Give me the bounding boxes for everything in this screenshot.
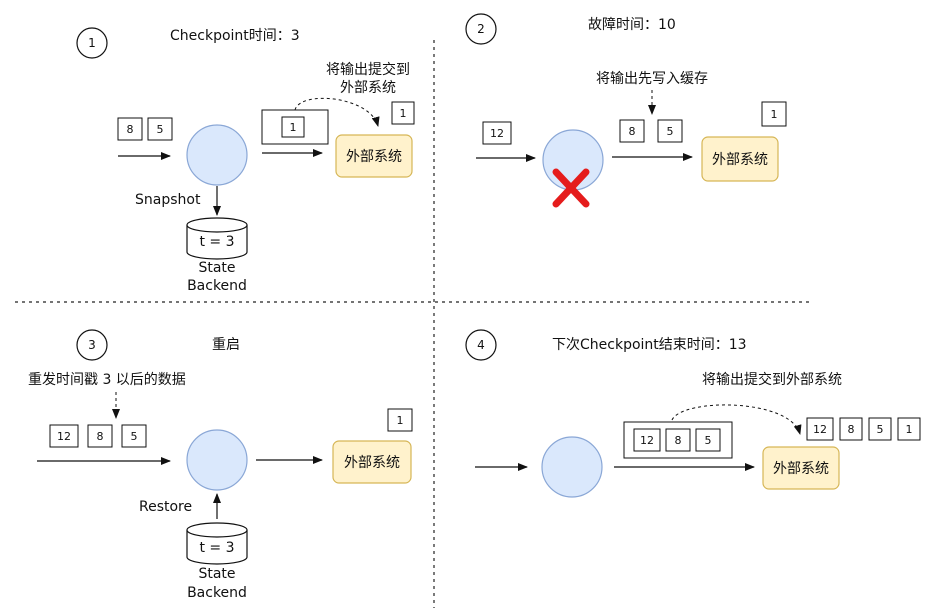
resend-annotation: 重发时间戳 3 以后的数据 bbox=[28, 372, 186, 388]
external-system-label: 外部系统 bbox=[344, 455, 400, 471]
record-value: 5 bbox=[705, 434, 712, 447]
record-value: 5 bbox=[877, 423, 884, 436]
panel-title: Checkpoint时间：3 bbox=[170, 28, 300, 44]
record-value: 12 bbox=[57, 430, 71, 443]
data-record bbox=[121, 424, 147, 448]
record-value: 1 bbox=[397, 414, 404, 427]
external-system-label: 外部系统 bbox=[346, 149, 402, 165]
data-record bbox=[87, 424, 113, 448]
step-number-circle bbox=[76, 329, 108, 361]
step-number: 4 bbox=[477, 338, 485, 352]
committed-record bbox=[839, 417, 863, 441]
external-system-label: 外部系统 bbox=[712, 152, 768, 168]
data-record bbox=[117, 117, 143, 141]
data-record bbox=[633, 428, 661, 452]
operator-node bbox=[186, 429, 248, 491]
external-system bbox=[332, 440, 412, 484]
backend-label: Backend bbox=[187, 585, 247, 601]
snapshot-label: Snapshot bbox=[135, 192, 201, 208]
external-system bbox=[335, 134, 413, 178]
record-value: 12 bbox=[490, 127, 504, 140]
data-record bbox=[49, 424, 79, 448]
committed-record bbox=[806, 417, 834, 441]
operator-node bbox=[186, 124, 248, 186]
record-value: 1 bbox=[906, 423, 913, 436]
external-system bbox=[701, 136, 779, 182]
record-value: 12 bbox=[813, 423, 827, 436]
data-record bbox=[147, 117, 173, 141]
record-value: 8 bbox=[675, 434, 682, 447]
data-record bbox=[482, 121, 512, 145]
state-backend-db: t = 3 bbox=[186, 217, 248, 260]
db-label: t = 3 bbox=[199, 540, 234, 556]
record-value: 12 bbox=[640, 434, 654, 447]
commit-annotation: 将输出提交到外部系统 bbox=[702, 371, 842, 388]
commit-annotation: 外部系统 bbox=[340, 80, 396, 96]
record-value: 5 bbox=[131, 430, 138, 443]
panel-3: 3 重启 重发时间戳 3 以后的数据 12 8 5 Restore t = 3 … bbox=[28, 329, 413, 601]
db-label: t = 3 bbox=[199, 234, 234, 250]
commit-annotation: 将输出提交到 bbox=[326, 61, 410, 78]
panel-2: 2 故障时间：10 12 将输出先写入缓存 8 5 外部系统 1 bbox=[465, 13, 787, 208]
step-number-circle bbox=[76, 27, 108, 59]
external-system bbox=[762, 446, 840, 490]
record-value: 1 bbox=[400, 107, 407, 120]
record-value: 5 bbox=[667, 125, 674, 138]
step-number: 2 bbox=[477, 22, 485, 36]
backend-label: State bbox=[198, 566, 235, 582]
data-record bbox=[695, 428, 721, 452]
data-record bbox=[619, 119, 645, 143]
record-value: 8 bbox=[848, 423, 855, 436]
record-value: 1 bbox=[290, 121, 297, 134]
step-number: 3 bbox=[88, 338, 96, 352]
record-value: 8 bbox=[97, 430, 104, 443]
step-number: 1 bbox=[88, 36, 96, 50]
record-value: 5 bbox=[157, 123, 164, 136]
committed-record bbox=[391, 101, 415, 125]
committed-record bbox=[387, 408, 413, 432]
restore-label: Restore bbox=[139, 499, 192, 515]
record-value: 1 bbox=[771, 108, 778, 121]
data-record bbox=[657, 119, 683, 143]
committed-record bbox=[868, 417, 892, 441]
buffer-annotation: 将输出先写入缓存 bbox=[596, 71, 708, 87]
record-value: 8 bbox=[629, 125, 636, 138]
operator-node bbox=[541, 436, 603, 498]
failure-x-icon bbox=[552, 168, 590, 208]
panel-1: 1 Checkpoint时间：3 8 5 Snapshot t = 3 Stat… bbox=[76, 27, 415, 294]
backend-label: Backend bbox=[187, 278, 247, 294]
step-number-circle bbox=[465, 329, 497, 361]
external-system-label: 外部系统 bbox=[773, 461, 829, 477]
committed-record bbox=[897, 417, 921, 441]
backend-label: State bbox=[198, 260, 235, 276]
data-record bbox=[665, 428, 691, 452]
panel-title: 下次Checkpoint结束时间：13 bbox=[552, 337, 747, 353]
panel-title: 重启 bbox=[212, 337, 240, 353]
panel-title: 故障时间：10 bbox=[588, 17, 676, 33]
step-number-circle bbox=[465, 13, 497, 45]
state-backend-db: t = 3 bbox=[186, 522, 248, 565]
commit-dashed-arrow bbox=[294, 97, 380, 127]
data-record bbox=[281, 116, 305, 138]
commit-dashed-arrow bbox=[671, 404, 802, 435]
record-value: 8 bbox=[127, 123, 134, 136]
panel-4: 4 下次Checkpoint结束时间：13 将输出提交到外部系统 12 8 5 … bbox=[465, 329, 921, 498]
committed-record bbox=[761, 101, 787, 127]
